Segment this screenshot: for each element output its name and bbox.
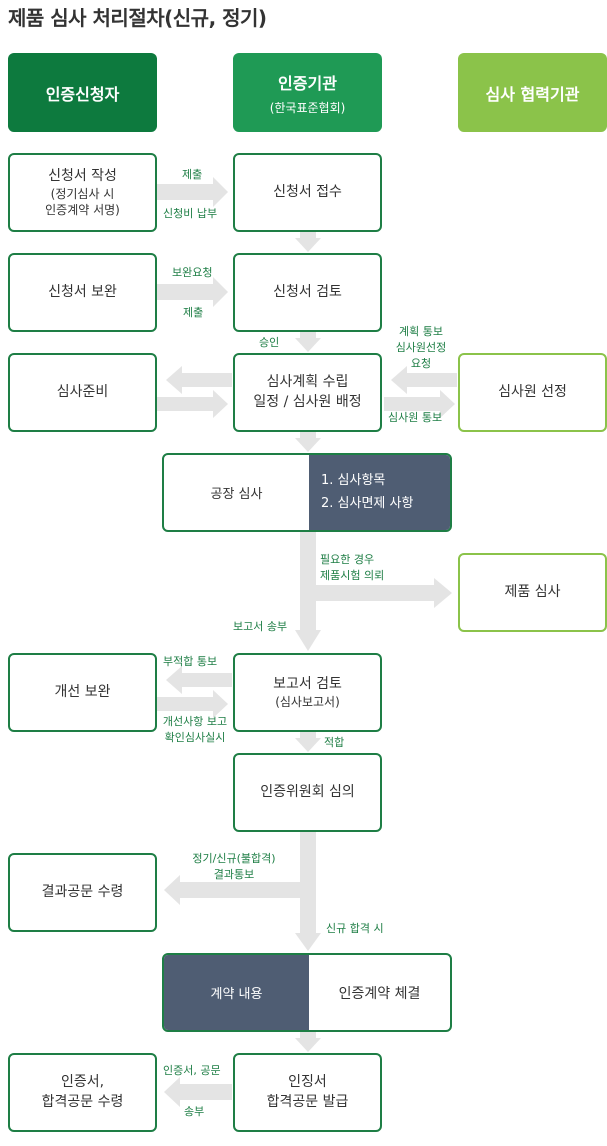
step-committee-title: 인증위원회 심의 — [260, 783, 355, 800]
step-application-supplement-title: 신청서 보완 — [48, 283, 117, 300]
header-partner-label: 심사 협력기관 — [485, 84, 580, 104]
arrow-result-notice — [178, 882, 300, 898]
step-contract: 계약 내용 인증계약 체결 — [162, 953, 452, 1032]
step-application-supplement: 신청서 보완 — [8, 253, 157, 332]
arrow-to-product-audit — [316, 585, 436, 601]
header-applicant: 인증신청자 — [8, 53, 157, 132]
step-factory-audit: 공장 심사 1. 심사항목 2. 심사면제 사항 — [162, 453, 452, 532]
label-plan-notice: 계획 통보 심사원선정 요청 — [388, 324, 454, 372]
step-cert-issue-title: 인징서 — [288, 1073, 327, 1090]
step-application-write-note2: 인증계약 서명) — [45, 203, 120, 218]
step-audit-prep: 심사준비 — [8, 353, 157, 432]
header-partner: 심사 협력기관 — [458, 53, 607, 132]
arrow-submit-supplement — [157, 284, 215, 300]
header-applicant-label: 인증신청자 — [45, 84, 120, 104]
step-result-receive: 결과공문 수령 — [8, 853, 157, 932]
step-cert-issue: 인징서 합격공문 발급 — [233, 1053, 382, 1132]
label-submit-2: 제출 — [183, 306, 204, 319]
factory-audit-title: 공장 심사 — [210, 487, 263, 502]
label-report-send: 보고서 송부 — [233, 620, 288, 633]
label-result-notice-l2: 결과통보 — [213, 867, 255, 881]
step-application-receive-title: 신청서 접수 — [273, 183, 342, 200]
step-audit-plan: 심사계획 수립 일정 / 심사원 배정 — [233, 353, 382, 432]
label-result-notice: 정기/신규(불합격) 결과통보 — [184, 851, 284, 883]
step-result-receive-title: 결과공문 수령 — [41, 883, 124, 900]
arrow-plan-to-partner — [384, 397, 442, 411]
label-send: 송부 — [184, 1105, 205, 1118]
step-application-write-note1: (정기심사 시 — [50, 187, 115, 202]
label-nonconform-notice: 부적합 통보 — [163, 655, 218, 668]
label-test-request-l1: 필요한 경우 — [320, 553, 375, 566]
arrow-report-to-committee — [300, 732, 316, 740]
step-improve-title: 개선 보완 — [54, 683, 111, 700]
arrow-plan-to-prep — [180, 373, 232, 387]
contract-content-panel: 계약 내용 — [164, 955, 309, 1030]
step-product-audit: 제품 심사 — [458, 553, 607, 632]
contract-sign-panel: 인증계약 체결 — [309, 955, 450, 1030]
factory-audit-label-panel: 공장 심사 — [164, 455, 309, 530]
label-result-notice-l1: 정기/신규(불합격) — [192, 852, 276, 865]
step-audit-prep-title: 심사준비 — [56, 383, 109, 400]
label-improve-report: 개선사항 보고 확인심사실시 — [159, 714, 231, 746]
label-improve-report-l1: 개선사항 보고 — [162, 715, 228, 728]
arrow-plan-to-factory — [300, 432, 316, 440]
arrow-submit-application — [157, 184, 215, 200]
step-auditor-select-title: 심사원 선정 — [498, 383, 567, 400]
step-auditor-select: 심사원 선정 — [458, 353, 607, 432]
step-application-write: 신청서 작성 (정기심사 시 인증계약 서명) — [8, 153, 157, 232]
step-committee: 인증위원회 심의 — [233, 753, 382, 832]
factory-audit-item-1: 1. 심사항목 — [321, 472, 386, 488]
step-application-review-title: 신청서 검토 — [273, 283, 342, 300]
header-cert-body-label: 인증기관 — [278, 73, 337, 93]
label-test-request-l2: 제품시험 의뢰 — [320, 568, 385, 582]
label-auditor-notice: 심사원 통보 — [388, 411, 443, 424]
arrow-prep-to-plan — [157, 397, 215, 411]
arrow-receive-to-review — [300, 232, 316, 240]
arrow-cert-send — [178, 1084, 232, 1100]
label-supplement-request: 보완요청 — [172, 266, 213, 279]
arrow-improve-report — [157, 697, 215, 711]
arrow-contract-to-issue — [300, 1032, 316, 1040]
step-report-review: 보고서 검토 (심사보고서) — [233, 653, 382, 732]
step-cert-receive-sub: 합격공문 수령 — [41, 1093, 124, 1110]
factory-audit-items-panel: 1. 심사항목 2. 심사면제 사항 — [309, 455, 450, 530]
step-audit-plan-sub: 일정 / 심사원 배정 — [253, 393, 362, 410]
label-plan-notice-l1: 계획 통보 — [399, 325, 443, 338]
arrow-partner-to-plan — [405, 373, 457, 387]
arrow-nonconform — [180, 673, 232, 687]
step-audit-plan-title: 심사계획 수립 — [266, 373, 349, 390]
label-fee-payment: 신청비 납부 — [163, 207, 218, 220]
step-report-review-title: 보고서 검토 — [273, 675, 342, 692]
step-application-write-title: 신청서 작성 — [48, 167, 117, 184]
label-improve-report-l2: 확인심사실시 — [164, 730, 226, 744]
label-cert-doc: 인증서, 공문 — [163, 1064, 221, 1077]
step-product-audit-title: 제품 심사 — [504, 583, 561, 600]
label-test-request: 필요한 경우 제품시험 의뢰 — [320, 552, 384, 584]
factory-audit-item-2: 2. 심사면제 사항 — [321, 495, 414, 511]
label-plan-notice-l3: 요청 — [410, 356, 432, 370]
step-report-review-sub: (심사보고서) — [275, 695, 340, 710]
step-application-receive: 신청서 접수 — [233, 153, 382, 232]
step-application-review: 신청서 검토 — [233, 253, 382, 332]
contract-sign-label: 인증계약 체결 — [338, 985, 421, 1002]
label-submit-1: 제출 — [182, 168, 203, 181]
step-cert-receive-title: 인증서, — [60, 1073, 105, 1090]
label-plan-notice-l2: 심사원선정 — [395, 340, 447, 354]
header-cert-body: 인증기관 (한국표준협회) — [233, 53, 382, 132]
step-improve: 개선 보완 — [8, 653, 157, 732]
step-cert-issue-sub: 합격공문 발급 — [266, 1093, 349, 1110]
page-title: 제품 심사 처리절차(신규, 정기) — [8, 6, 267, 30]
arrow-factory-to-report — [300, 532, 316, 632]
arrow-committee-to-contract — [300, 832, 316, 935]
step-cert-receive: 인증서, 합격공문 수령 — [8, 1053, 157, 1132]
arrow-review-to-plan — [300, 332, 316, 340]
label-approve: 승인 — [259, 336, 280, 349]
contract-content-label: 계약 내용 — [210, 987, 263, 1002]
label-conform: 적합 — [324, 736, 345, 749]
label-new-pass: 신규 합격 시 — [326, 922, 384, 935]
header-cert-body-sub: (한국표준협회) — [269, 100, 346, 115]
